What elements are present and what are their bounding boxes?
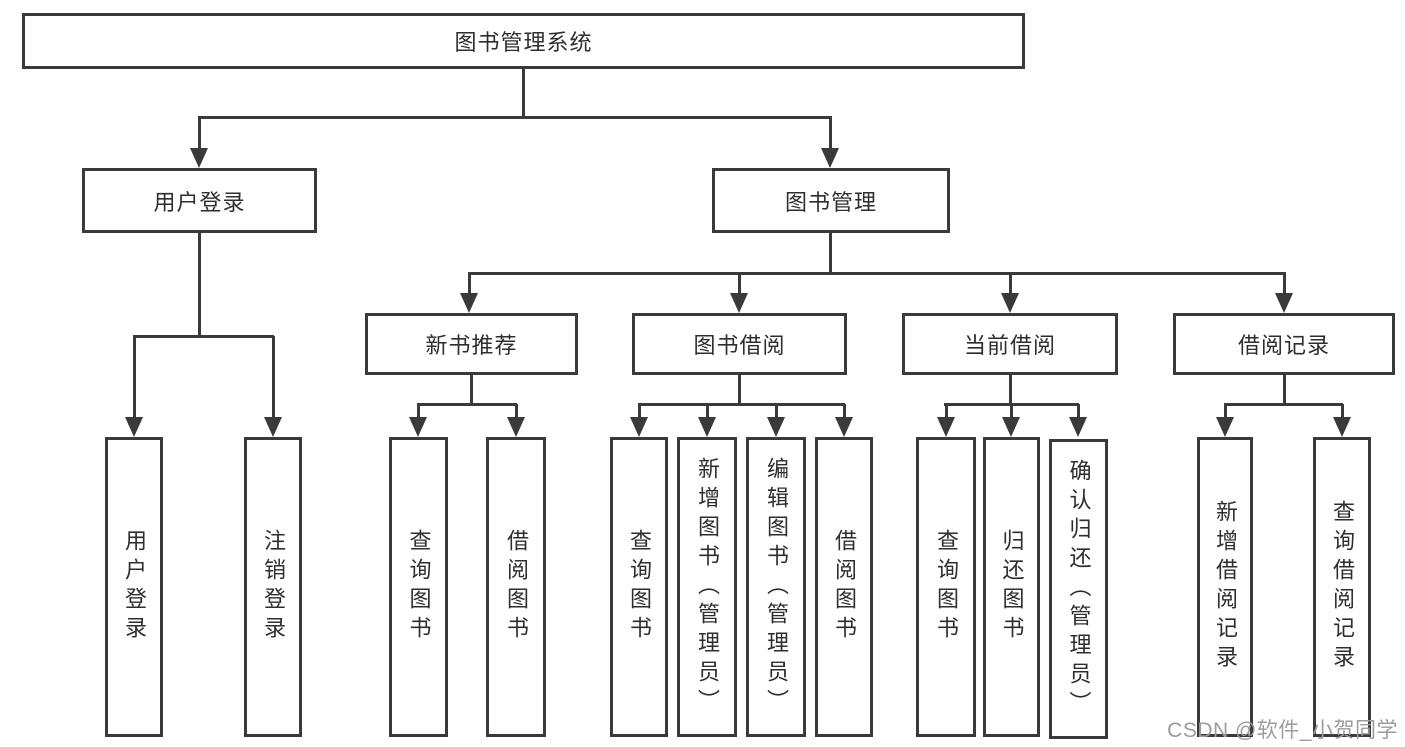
connector-stem	[416, 404, 420, 419]
arrowhead-icon	[698, 417, 716, 437]
leaf-add-borrow-record: 新增借阅记录	[1197, 437, 1253, 737]
node-current-borrowing: 当前借阅	[902, 313, 1118, 375]
connector-stem	[1008, 273, 1012, 295]
connector-hline	[417, 402, 517, 406]
node-library-management-system: 图书管理系统	[22, 13, 1025, 69]
connector-vline	[737, 375, 741, 404]
connector-hline	[1224, 402, 1343, 406]
connector-hline	[638, 402, 845, 406]
connector-vline	[521, 69, 525, 117]
leaf-confirm-return-admin-label: 确认归还（管理员）	[1066, 458, 1092, 720]
connector-stem	[842, 404, 846, 419]
node-user-login-label: 用户登录	[153, 189, 246, 215]
connector-vline	[828, 233, 832, 273]
connector-hline	[198, 115, 832, 119]
leaf-edit-books-admin: 编辑图书（管理员）	[746, 437, 806, 737]
leaf-confirm-return-admin: 确认归还（管理员）	[1049, 439, 1108, 739]
node-borrowing-records-label: 借阅记录	[1237, 333, 1330, 358]
leaf-logout-label: 注销登录	[261, 529, 286, 645]
leaf-add-borrow-record-label: 新增借阅记录	[1213, 500, 1238, 674]
arrowhead-icon	[1002, 417, 1020, 437]
connector-stem	[944, 404, 948, 419]
arrowhead-icon	[1216, 417, 1234, 437]
leaf-add-books-admin: 新增图书（管理员）	[677, 437, 737, 737]
leaf-query-books-current-label: 查询图书	[934, 529, 959, 645]
connector-stem	[1009, 404, 1013, 419]
leaf-return-books: 归还图书	[983, 437, 1040, 737]
connector-stem	[637, 404, 641, 419]
leaf-query-borrow-record-label: 查询借阅记录	[1330, 500, 1355, 674]
leaf-user-login-label: 用户登录	[122, 529, 147, 645]
node-library-management-system-label: 图书管理系统	[454, 30, 593, 55]
arrowhead-icon	[730, 293, 748, 313]
connector-vline	[197, 233, 201, 336]
node-book-borrowing-label: 图书借阅	[693, 333, 786, 358]
arrowhead-icon	[264, 417, 282, 437]
arrowhead-icon	[1069, 417, 1087, 437]
leaf-query-borrow-record: 查询借阅记录	[1313, 437, 1371, 737]
arrowhead-icon	[460, 293, 478, 313]
connector-stem	[271, 336, 275, 419]
connector-stem	[1223, 404, 1227, 419]
watermark: CSDN @软件_小贺同学	[1167, 719, 1398, 742]
connector-vline	[1008, 375, 1012, 404]
leaf-borrow-books-recommend-label: 借阅图书	[504, 529, 529, 645]
leaf-query-books-current: 查询图书	[916, 437, 976, 737]
connector-stem	[132, 336, 136, 419]
connector-hline	[468, 271, 1286, 275]
arrowhead-icon	[507, 417, 525, 437]
leaf-borrow-books-label: 借阅图书	[832, 529, 857, 645]
connector-stem	[197, 117, 201, 150]
leaf-add-books-admin-label: 新增图书（管理员）	[695, 456, 720, 718]
node-new-book-recommendation-label: 新书推荐	[425, 333, 518, 358]
arrowhead-icon	[937, 417, 955, 437]
connector-stem	[1076, 404, 1080, 419]
arrowhead-icon	[767, 417, 785, 437]
connector-stem	[705, 404, 709, 419]
connector-stem	[1282, 273, 1286, 295]
leaf-query-books-recommend: 查询图书	[389, 437, 448, 737]
connector-vline	[1282, 375, 1286, 404]
leaf-query-books-borrow-label: 查询图书	[627, 529, 652, 645]
arrowhead-icon	[630, 417, 648, 437]
arrowhead-icon	[190, 148, 208, 168]
connector-stem	[774, 404, 778, 419]
leaf-borrow-books-recommend: 借阅图书	[486, 437, 546, 737]
arrowhead-icon	[1275, 293, 1293, 313]
connector-stem	[737, 273, 741, 295]
connector-hline	[133, 334, 274, 338]
leaf-edit-books-admin-label: 编辑图书（管理员）	[764, 456, 789, 718]
node-book-borrowing: 图书借阅	[632, 313, 847, 375]
connector-stem	[1340, 404, 1344, 419]
leaf-query-books-borrow: 查询图书	[610, 437, 668, 737]
node-user-login: 用户登录	[82, 168, 317, 233]
arrowhead-icon	[409, 417, 427, 437]
node-borrowing-records: 借阅记录	[1173, 313, 1395, 375]
arrowhead-icon	[1333, 417, 1351, 437]
leaf-return-books-label: 归还图书	[999, 529, 1025, 645]
arrowhead-icon	[1001, 293, 1019, 313]
leaf-logout: 注销登录	[244, 437, 302, 737]
connector-stem	[828, 117, 832, 150]
arrowhead-icon	[125, 417, 143, 437]
connector-vline	[469, 375, 473, 404]
arrowhead-icon	[821, 148, 839, 168]
node-book-management-label: 图书管理	[784, 189, 877, 215]
node-book-management: 图书管理	[712, 168, 950, 233]
connector-stem	[467, 273, 471, 295]
arrowhead-icon	[835, 417, 853, 437]
connector-stem	[514, 404, 518, 419]
leaf-borrow-books: 借阅图书	[815, 437, 873, 737]
leaf-user-login: 用户登录	[105, 437, 163, 737]
node-new-book-recommendation: 新书推荐	[365, 313, 578, 375]
leaf-query-books-recommend-label: 查询图书	[406, 529, 432, 645]
node-current-borrowing-label: 当前借阅	[963, 333, 1056, 358]
